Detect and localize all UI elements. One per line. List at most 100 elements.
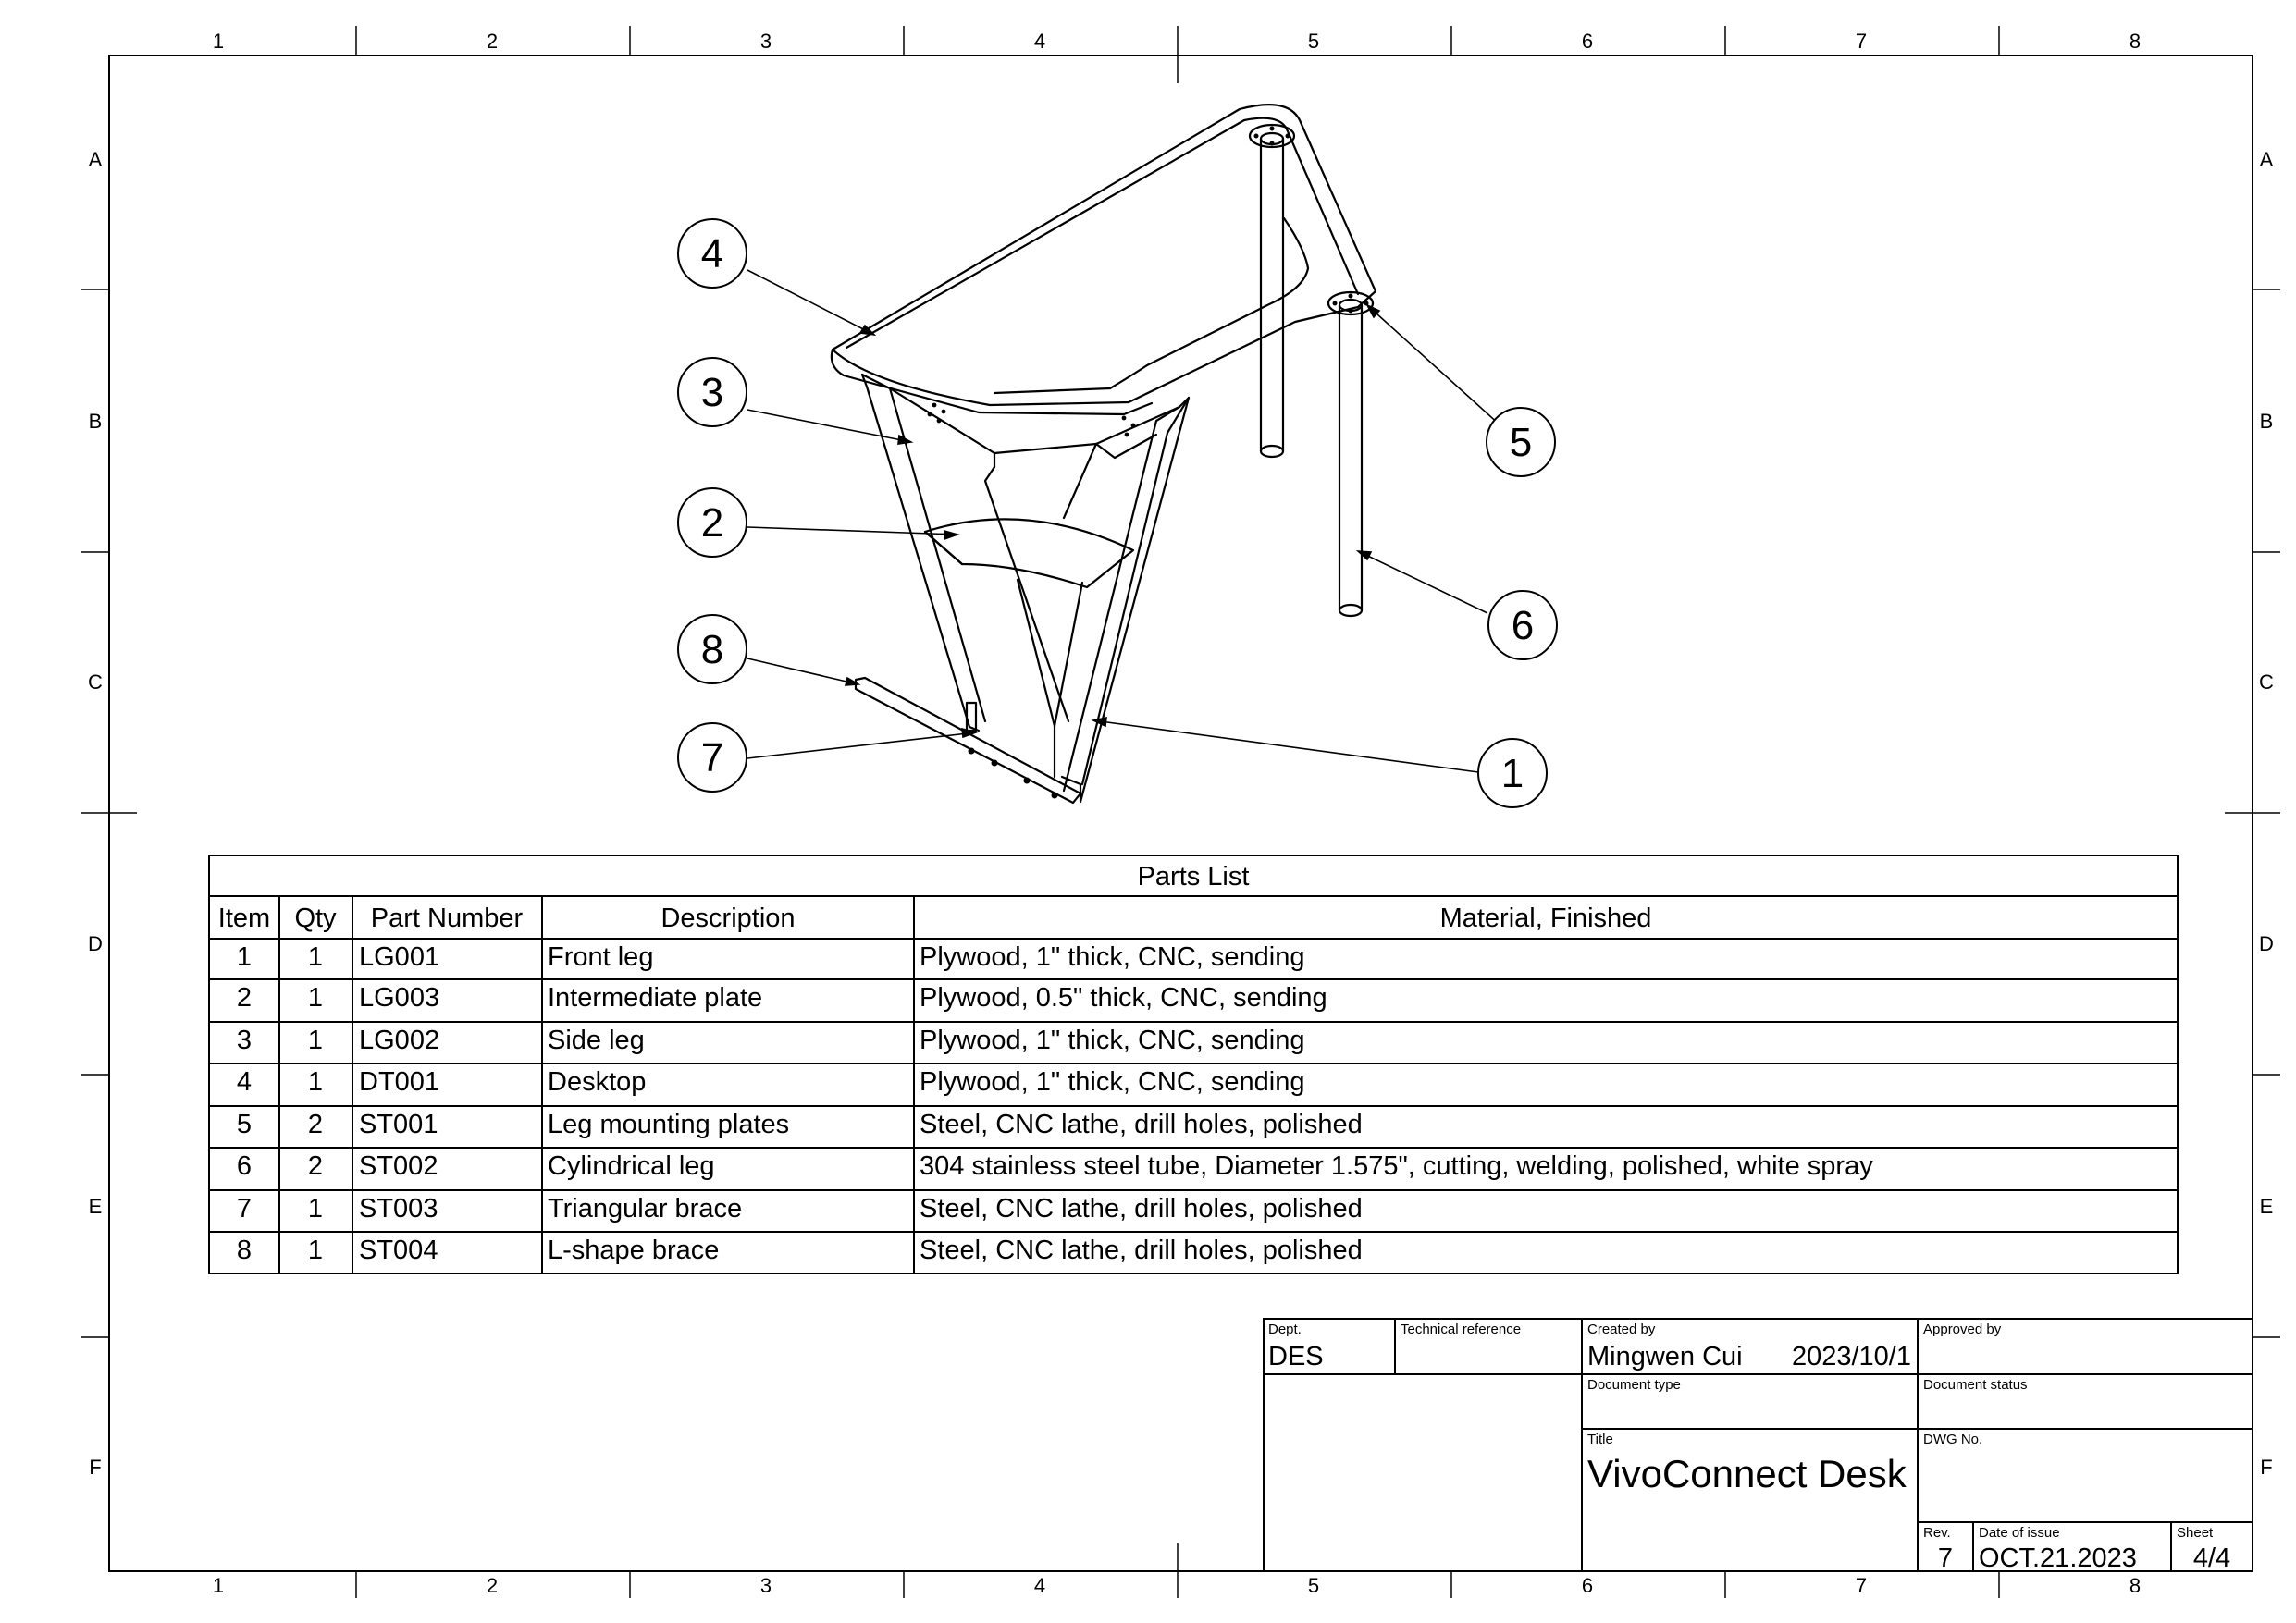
front-leg-part <box>1062 396 1191 804</box>
grid-column-label: 2 <box>487 1574 498 1597</box>
technical-reference-label: Technical reference <box>1401 1322 1521 1337</box>
table-cell: LG003 <box>359 983 439 1013</box>
table-cell: 8 <box>237 1236 252 1265</box>
table-cell: Cylindrical leg <box>548 1151 715 1181</box>
table-cell: 7 <box>237 1194 252 1223</box>
table-cell: 2 <box>237 983 252 1013</box>
balloon-circle <box>677 722 747 793</box>
title-block-frame <box>1263 1318 2253 1572</box>
intermediate-plate-part <box>923 518 1135 779</box>
table-cell: 1 <box>308 1236 323 1265</box>
table-cell: Plywood, 0.5" thick, CNC, sending <box>920 983 1327 1013</box>
table-cell: 1 <box>237 942 252 972</box>
table-cell: 1 <box>308 983 323 1013</box>
table-cell: Plywood, 1" thick, CNC, sending <box>920 1026 1304 1055</box>
grid-column-label: 8 <box>2129 30 2141 53</box>
table-cell: DT001 <box>359 1067 439 1097</box>
balloon: 5 <box>1486 407 1556 477</box>
grid-column-label: 3 <box>760 30 772 53</box>
balloon-number: 2 <box>701 500 723 546</box>
dwg-no-label: DWG No. <box>1923 1432 1982 1447</box>
parts-list-column-header: Part Number <box>371 904 524 933</box>
balloon-number: 6 <box>1512 603 1534 648</box>
table-cell: Side leg <box>548 1026 645 1055</box>
grid-row-label: F <box>2260 1456 2272 1479</box>
grid-row-label: D <box>2259 932 2274 955</box>
grid-column-label: 7 <box>1856 30 1867 53</box>
table-cell: LG001 <box>359 942 439 972</box>
grid-column-label: 8 <box>2129 1574 2141 1597</box>
dept-value: DES <box>1268 1342 1324 1371</box>
table-cell: ST004 <box>359 1236 438 1265</box>
title-label: Title <box>1587 1432 1613 1447</box>
grid-column-label: 1 <box>213 1574 224 1597</box>
grid-row-label: E <box>2260 1195 2274 1218</box>
balloon-circle <box>677 487 747 558</box>
balloon-circle <box>1486 407 1556 477</box>
sheet-value: 4/4 <box>2193 1543 2230 1573</box>
grid-column-label: 5 <box>1308 30 1319 53</box>
dept-label: Dept. <box>1268 1322 1302 1337</box>
grid-column-label: 5 <box>1308 1574 1319 1597</box>
balloon-number: 5 <box>1510 420 1532 465</box>
table-cell: ST001 <box>359 1110 438 1139</box>
balloon-number: 4 <box>701 231 723 277</box>
created-date-value: 2023/10/1 <box>1792 1342 1911 1371</box>
grid-column-label: 6 <box>1582 1574 1593 1597</box>
drawing-title: VivoConnect Desk <box>1587 1452 1907 1495</box>
table-cell: 1 <box>308 1194 323 1223</box>
balloon-circle <box>677 614 747 684</box>
grid-row-label: C <box>88 670 103 694</box>
table-cell: 304 stainless steel tube, Diameter 1.575… <box>920 1151 1873 1181</box>
balloon-circle <box>677 218 747 289</box>
table-cell: Intermediate plate <box>548 983 762 1013</box>
cylindrical-legs <box>1259 131 1364 618</box>
table-cell: Desktop <box>548 1067 646 1097</box>
table-cell: 2 <box>308 1151 323 1181</box>
balloon-circle <box>677 357 747 427</box>
grid-row-label: C <box>2259 670 2274 694</box>
table-cell: Steel, CNC lathe, drill holes, polished <box>920 1110 1363 1139</box>
parts-list-column-header: Description <box>660 904 795 933</box>
parts-list-column-header: Qty <box>294 904 337 933</box>
balloon-number: 7 <box>701 735 723 781</box>
grid-column-label: 2 <box>487 30 498 53</box>
grid-row-label: F <box>89 1456 101 1479</box>
balloon-number: 8 <box>701 627 723 672</box>
balloon: 6 <box>1487 590 1558 660</box>
balloon: 7 <box>677 722 747 793</box>
table-cell: 3 <box>237 1026 252 1055</box>
grid-row-label: B <box>89 410 103 433</box>
table-cell: Plywood, 1" thick, CNC, sending <box>920 942 1304 972</box>
leader-lines <box>747 269 1501 773</box>
l-shape-brace-part <box>854 676 1082 805</box>
balloon-number: 3 <box>701 370 723 415</box>
balloon-circle <box>1487 590 1558 660</box>
sheet-label: Sheet <box>2177 1525 2214 1541</box>
revision-label: Rev. <box>1923 1525 1951 1541</box>
desk-isometric-view <box>830 104 1377 805</box>
table-cell: Steel, CNC lathe, drill holes, polished <box>920 1236 1363 1265</box>
grid-column-label: 1 <box>213 30 224 53</box>
title-block: Dept. DES Technical reference Created by… <box>1268 1322 2230 1573</box>
table-cell: ST003 <box>359 1194 438 1223</box>
balloon: 4 <box>677 218 747 289</box>
date-of-issue-value: OCT.21.2023 <box>1979 1543 2137 1573</box>
table-cell: 5 <box>237 1110 252 1139</box>
triangular-brace-part <box>965 701 1082 803</box>
document-type-label: Document type <box>1587 1377 1681 1393</box>
parts-list-table <box>208 855 2179 1274</box>
table-cell: Front leg <box>548 942 653 972</box>
desktop-part <box>830 104 1377 416</box>
grid-column-label: 6 <box>1582 30 1593 53</box>
table-cell: Triangular brace <box>548 1194 742 1223</box>
balloon: 2 <box>677 487 747 558</box>
grid-row-label: E <box>89 1195 103 1218</box>
